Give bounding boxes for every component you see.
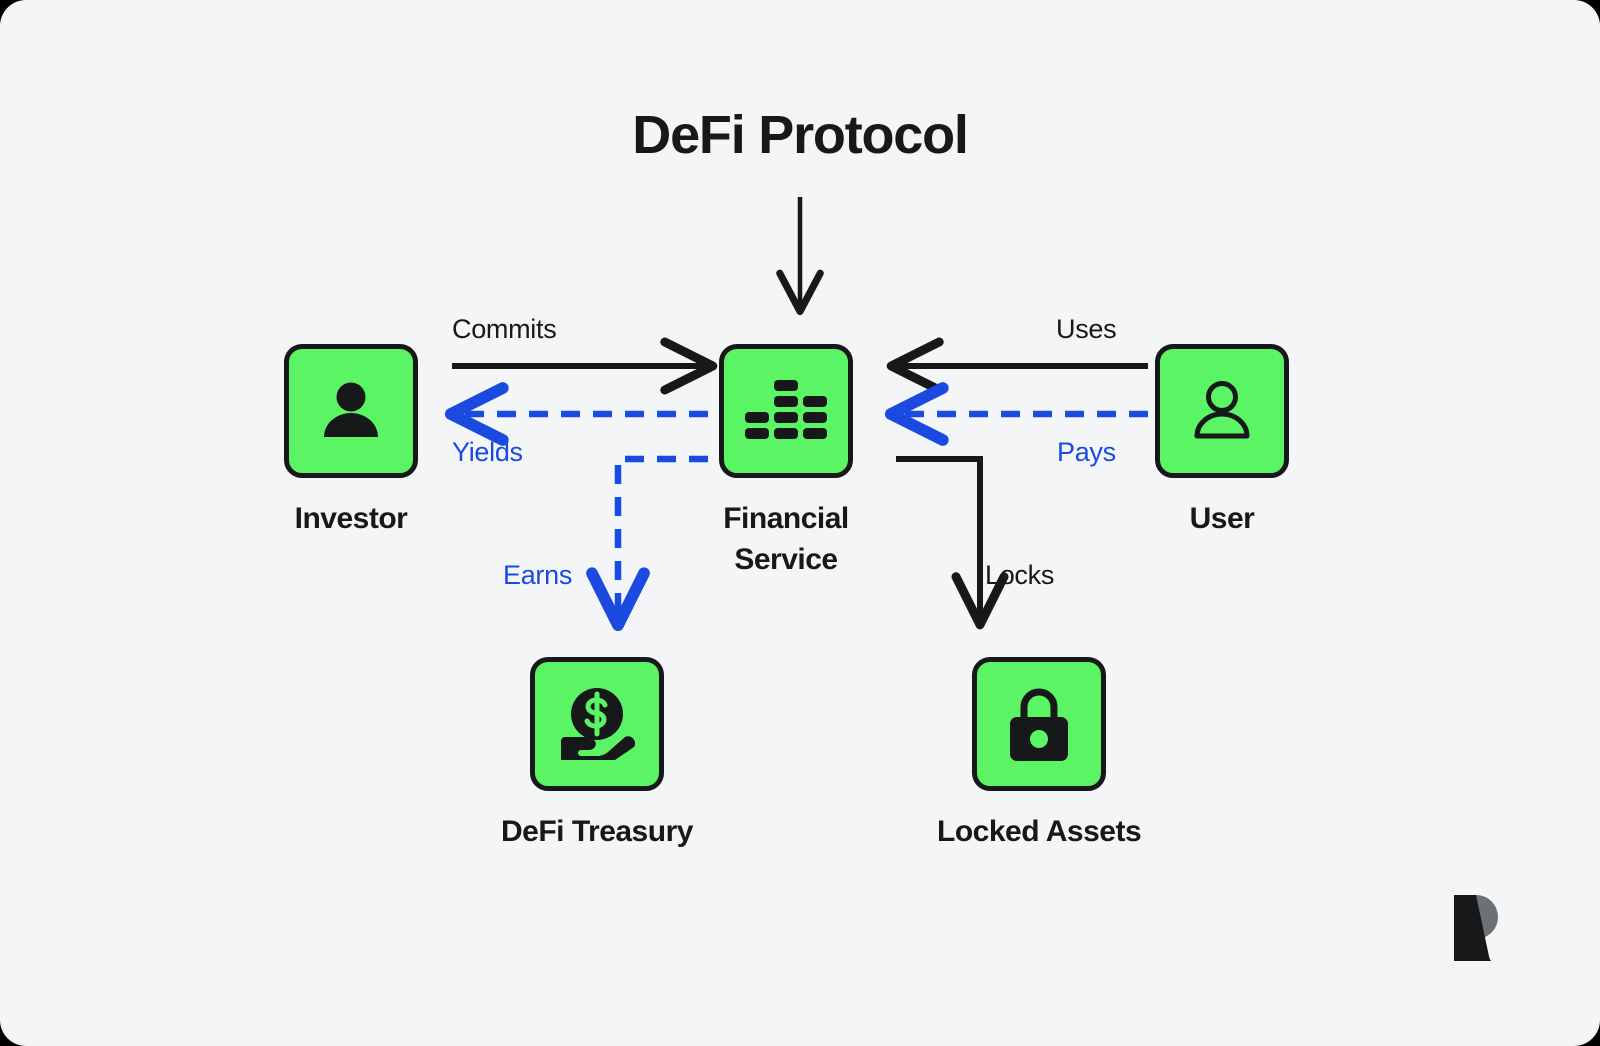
defi-treasury-tile[interactable] <box>529 657 664 791</box>
node-defi-treasury[interactable]: DeFi Treasury <box>501 657 693 852</box>
person-filled-icon <box>324 382 378 437</box>
node-investor[interactable]: Investor <box>284 344 418 539</box>
edge-label-commits: Commits <box>452 314 557 344</box>
node-label-financial-service: Financial Service <box>723 502 849 577</box>
edge-label-yields: Yields <box>452 437 523 467</box>
page-title: DeFi Protocol <box>632 105 969 165</box>
edge-locks <box>896 456 1009 630</box>
bar-chart-icon <box>745 380 827 439</box>
edge-label-pays: Pays <box>1057 437 1116 467</box>
hand-holding-dollar-icon <box>560 688 636 760</box>
node-financial-service[interactable]: Financial Service <box>719 344 853 581</box>
investor-tile[interactable] <box>284 344 418 478</box>
edge-label-earns: Earns <box>503 560 573 590</box>
padlock-icon <box>1010 688 1069 761</box>
node-label-defi-treasury: DeFi Treasury <box>501 815 693 848</box>
node-user[interactable]: User <box>1155 344 1289 539</box>
node-label-user: User <box>1189 502 1255 535</box>
edge-earns <box>586 455 708 632</box>
financial-service-tile[interactable] <box>719 344 853 478</box>
locked-assets-tile[interactable] <box>972 657 1107 791</box>
node-locked-assets[interactable]: Locked Assets <box>937 657 1142 852</box>
node-label-locked-assets: Locked Assets <box>937 815 1142 848</box>
node-label-investor: Investor <box>294 502 408 535</box>
person-outline-icon <box>1194 381 1250 439</box>
user-tile[interactable] <box>1155 344 1289 478</box>
r-mark-logo <box>1454 895 1498 961</box>
edge-label-uses: Uses <box>1056 314 1117 344</box>
edge-label-locks: Locks <box>985 560 1055 590</box>
